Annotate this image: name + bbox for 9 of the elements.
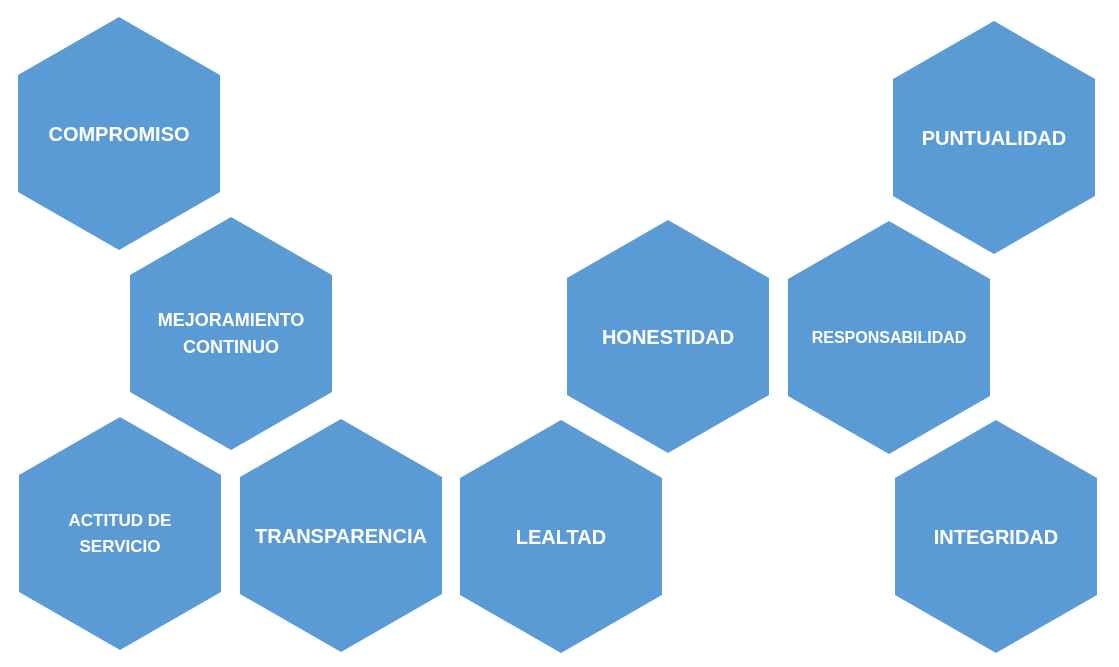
hexagon-label: PUNTUALIDAD <box>920 125 1068 151</box>
hexagon-label: RESPONSABILIDAD <box>810 327 968 348</box>
hexagon-label: LEALTAD <box>514 524 608 550</box>
hexagon-label: HONESTIDAD <box>600 324 736 350</box>
hexagon-label: TRANSPARENCIA <box>254 523 428 549</box>
hexagon-label: MEJORAMIENTO CONTINUO <box>156 308 306 359</box>
hexagon-label: ACTITUD DE SERVICIO <box>67 510 173 558</box>
hexagon-label: COMPROMISO <box>47 121 191 147</box>
hexagon-label: INTEGRIDAD <box>932 524 1060 550</box>
